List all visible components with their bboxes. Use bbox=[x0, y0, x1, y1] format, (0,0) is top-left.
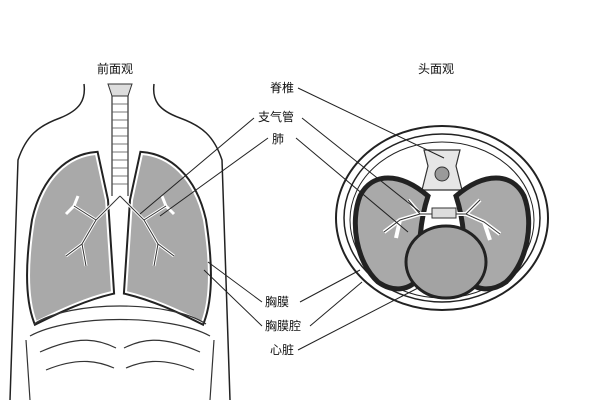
front-diaphragm bbox=[25, 305, 215, 400]
body-outline bbox=[335, 125, 549, 311]
front-right-lung bbox=[122, 150, 212, 327]
label-spine: 脊椎 bbox=[270, 81, 295, 95]
label-heart: 心脏 bbox=[270, 343, 295, 357]
label-pleura: 胸膜 bbox=[265, 295, 290, 309]
label-bronchus: 支气管 bbox=[258, 110, 295, 124]
top-view-title: 头面观 bbox=[418, 62, 455, 76]
front-view bbox=[9, 83, 231, 400]
torso-outline bbox=[9, 83, 231, 400]
label-lung: 肺 bbox=[272, 132, 285, 146]
label-pleural-cavity: 胸膜腔 bbox=[265, 319, 302, 333]
front-view-title: 前面观 bbox=[97, 62, 134, 76]
trachea bbox=[107, 83, 133, 196]
leader-lines bbox=[139, 87, 445, 351]
top-view bbox=[335, 125, 549, 311]
top-heart bbox=[404, 224, 488, 300]
front-left-lung bbox=[26, 150, 116, 327]
top-spine bbox=[421, 149, 463, 191]
